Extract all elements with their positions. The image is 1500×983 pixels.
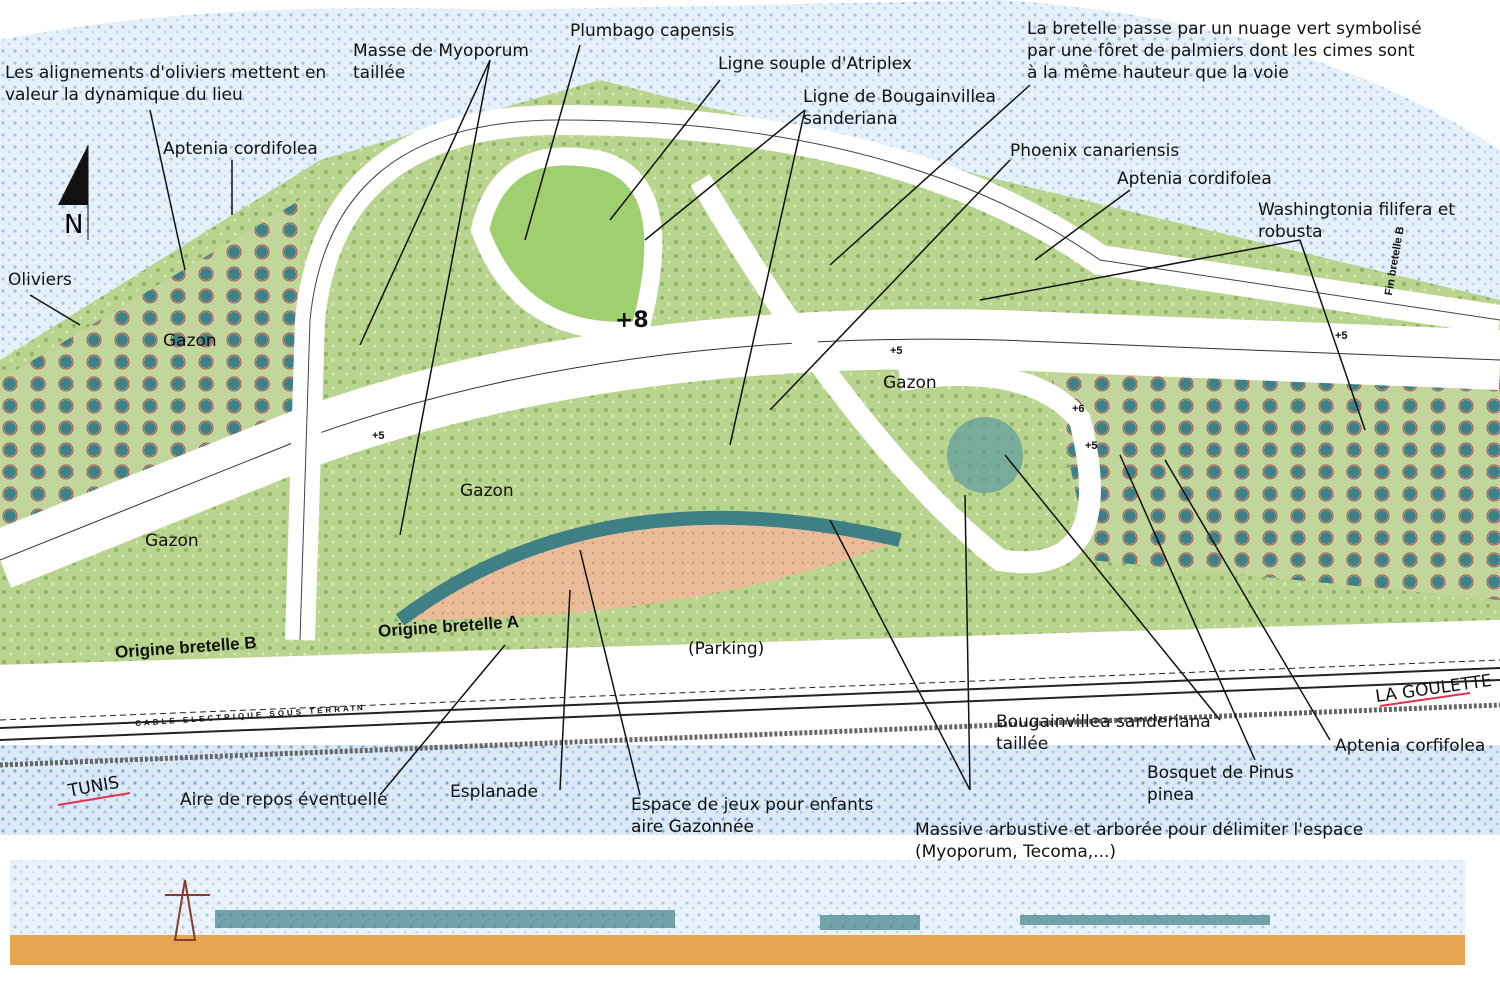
label-oliviers: Oliviers bbox=[8, 270, 72, 290]
level-mark: +5 bbox=[372, 430, 385, 442]
label-parking: (Parking) bbox=[688, 639, 765, 659]
label-aptenia-left: Aptenia cordifolea bbox=[163, 139, 318, 159]
label-aptenia-bottom: Aptenia corfifolea bbox=[1335, 736, 1486, 756]
label-massive: Massive arbustive et arborée pour délimi… bbox=[915, 820, 1364, 862]
olive-grove-right bbox=[1050, 370, 1500, 600]
olive-grove bbox=[0, 200, 300, 560]
tunis-arrow bbox=[57, 792, 131, 806]
label-esplanade: Esplanade bbox=[450, 782, 538, 802]
label-gazon: Gazon bbox=[163, 331, 217, 351]
loop-ramp bbox=[470, 147, 663, 340]
massive-arbustive bbox=[395, 510, 902, 626]
parking-strip bbox=[0, 620, 1500, 700]
railway bbox=[0, 659, 1500, 741]
sea-wall bbox=[0, 702, 1500, 768]
label-bretelle-note: La bretelle passe par un nuage vert symb… bbox=[1027, 19, 1422, 83]
label-gazon: Gazon bbox=[460, 481, 514, 501]
label-aire-repos: Aire de repos éventuelle bbox=[180, 790, 388, 810]
level-mark: +8 bbox=[615, 308, 649, 333]
ramp-a bbox=[690, 174, 1101, 574]
leader-lines bbox=[29, 44, 1366, 796]
label-phoenix: Phoenix canariensis bbox=[1010, 141, 1180, 161]
label-plumbago: Plumbago capensis bbox=[570, 21, 735, 41]
section-ground bbox=[10, 935, 1465, 965]
level-mark: +5 bbox=[890, 345, 903, 357]
level-mark: +5 bbox=[1085, 440, 1098, 452]
level-mark: +5 bbox=[1335, 330, 1348, 342]
section-pylon-icon bbox=[165, 879, 210, 941]
section-trees bbox=[215, 910, 1270, 930]
label-atriplex: Ligne souple d'Atriplex bbox=[718, 54, 912, 74]
la-goulette-arrow bbox=[1379, 692, 1471, 707]
label-gazon: Gazon bbox=[883, 373, 937, 393]
pinus-grove bbox=[947, 417, 1023, 493]
north-label: N bbox=[64, 210, 84, 240]
north-arrow: N bbox=[58, 145, 98, 244]
label-aptenia-right: Aptenia cordifolea bbox=[1117, 169, 1272, 189]
level-mark: +6 bbox=[1072, 403, 1085, 415]
sky-water-area bbox=[0, 0, 1500, 360]
sea-area bbox=[0, 745, 1500, 835]
esplanade-area bbox=[400, 517, 900, 620]
label-gazon: Gazon bbox=[145, 531, 199, 551]
